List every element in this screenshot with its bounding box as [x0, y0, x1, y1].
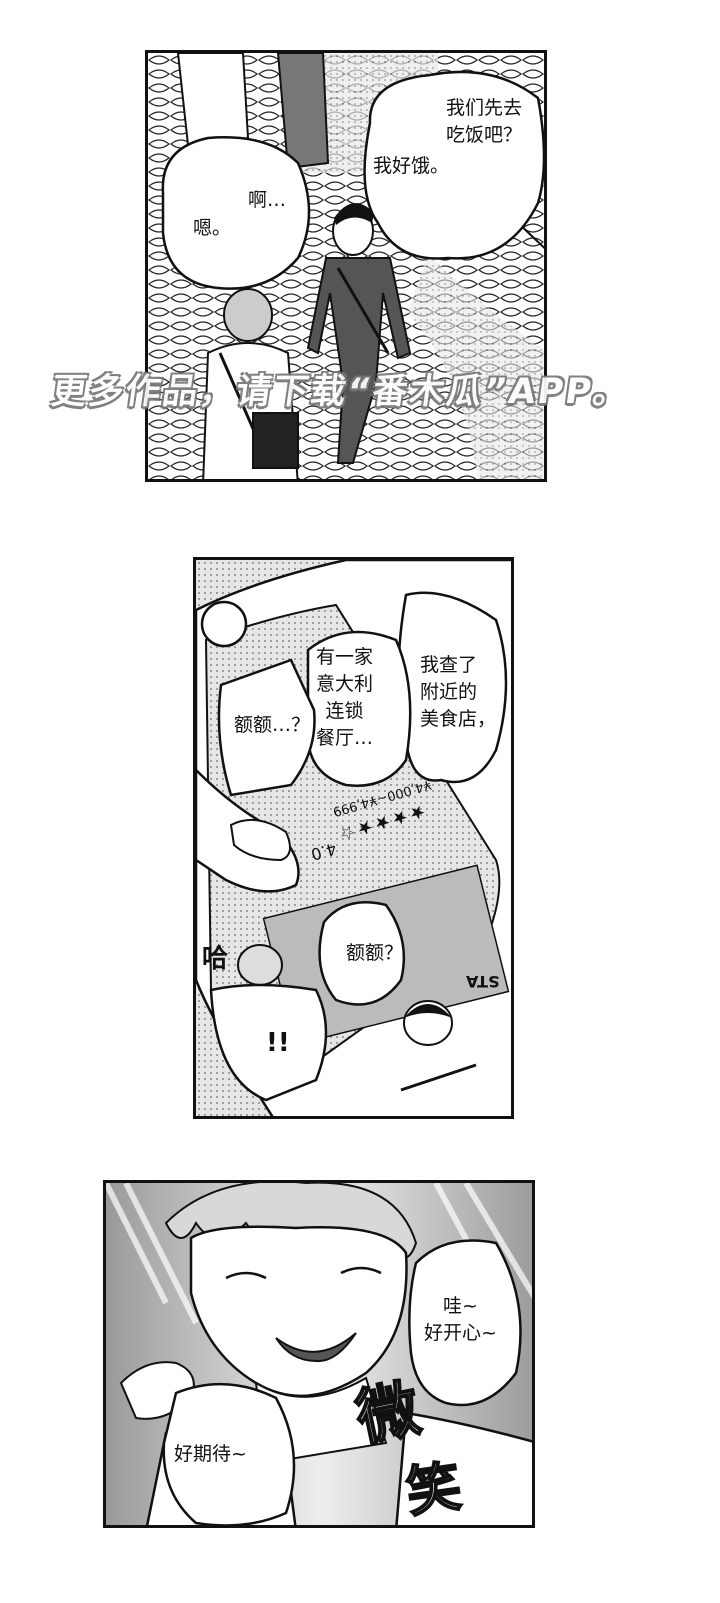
speech-bubble-text: 啊…	[248, 189, 287, 211]
sfx-text: 哈	[202, 944, 229, 974]
panel-1-art	[148, 53, 544, 479]
speech-bubble-text: 哇~ 好开心~	[424, 1295, 497, 1344]
speech-bubble-text: 嗯。	[193, 217, 232, 239]
panel-1: 我们先去 吃饭吧？ 我好饿。 啊… 嗯。	[145, 50, 547, 482]
bubble-shape-7	[408, 1239, 522, 1407]
sfx-text: !!	[266, 1028, 290, 1058]
speech-bubble-text: 我们先去 吃饭吧？	[446, 97, 523, 146]
speech-bubble-text: 我好饿。	[373, 155, 450, 177]
bubble-shape-8	[162, 1382, 296, 1525]
panel-2-art	[196, 560, 511, 1116]
restaurant-name-fragment: STA	[466, 972, 500, 991]
panel-3-art	[106, 1183, 532, 1525]
speech-bubble-text: 额额？	[346, 942, 404, 964]
panel-3: 哇~ 好开心~ 好期待~ 微 笑	[103, 1180, 535, 1528]
watermark: 更多作品，请下载“番木瓜”APP。	[48, 372, 633, 412]
sfx-text: 笑	[402, 1454, 466, 1525]
speech-bubble-text: 好期待~	[174, 1443, 247, 1465]
bubble-shape-1	[363, 70, 544, 260]
speech-bubble-text: 额额…？	[234, 714, 311, 736]
panel-2: 我查了 附近的 美食店， 有一家 意大利 连锁 餐厅… 额额…？ 额额？ 4.0…	[193, 557, 514, 1119]
bubble-shape-5	[217, 658, 316, 797]
bubble-shape-6	[318, 901, 406, 1006]
bubble-shape-4	[306, 630, 412, 787]
speech-bubble-text: 我查了 附近的 美食店，	[420, 654, 497, 730]
speech-bubble-text: 有一家 意大利 连锁 餐厅…	[316, 646, 374, 749]
bubble-shape-2	[161, 136, 311, 290]
